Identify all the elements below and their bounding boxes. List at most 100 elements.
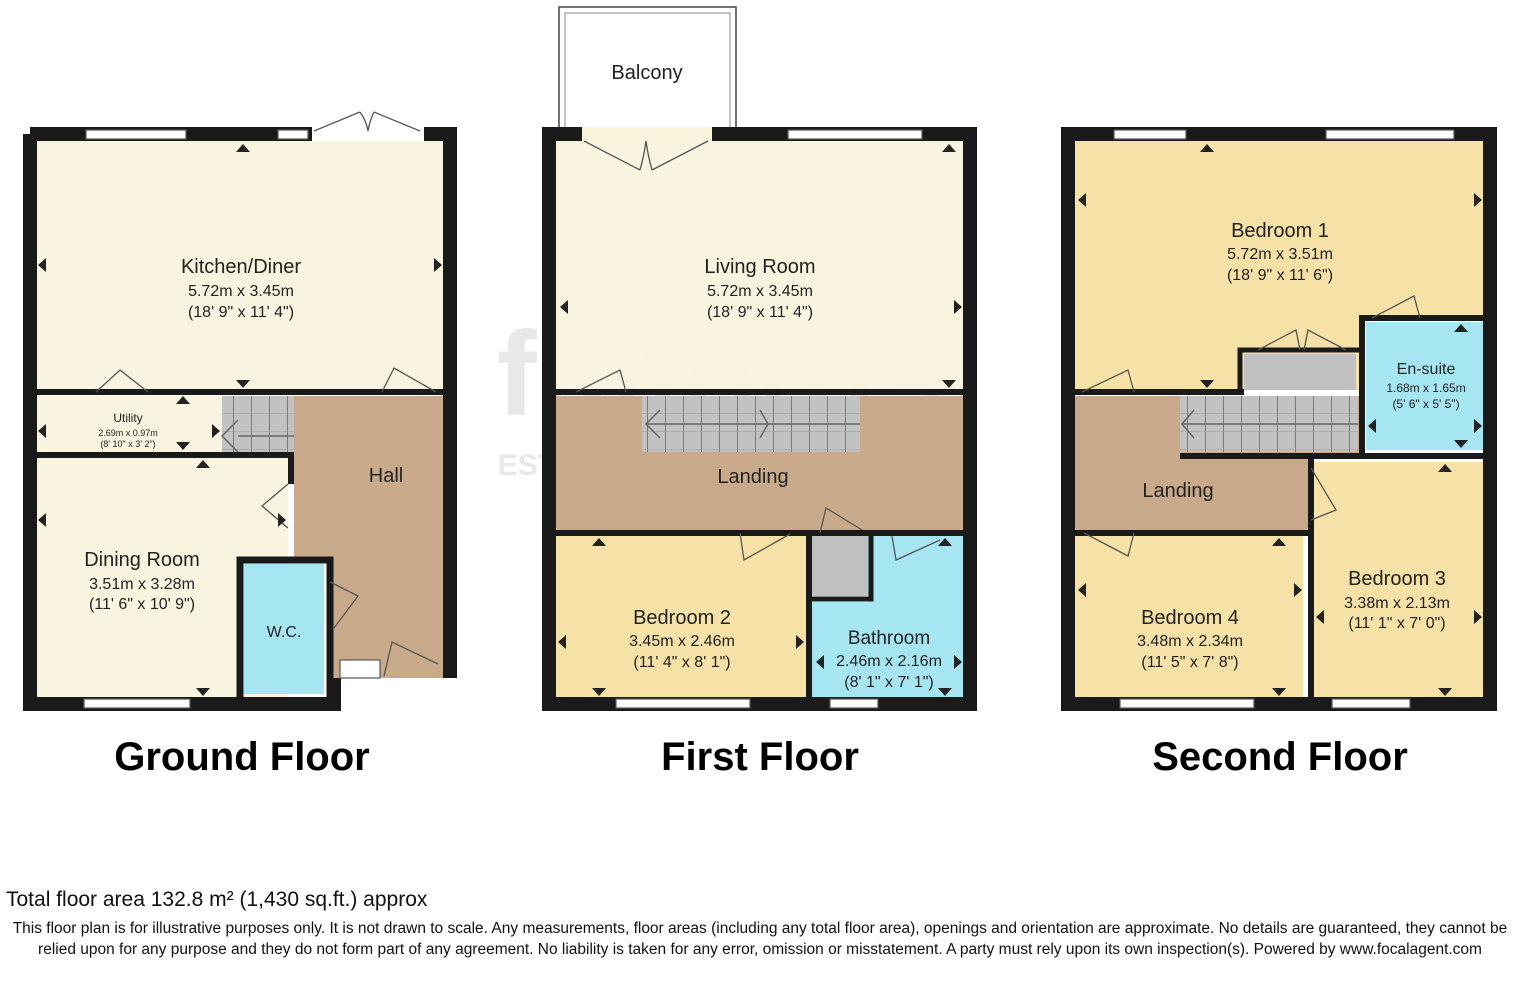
dimension-arrow (816, 655, 824, 669)
footer: Total floor area 132.8 m² (1,430 sq.ft.)… (0, 886, 1520, 986)
door-opening (582, 127, 712, 141)
bedroom-3-room (1314, 462, 1484, 698)
door-opening (312, 127, 424, 141)
room-imperial: (5' 6" x 5' 5") (1392, 397, 1459, 411)
window (339, 659, 381, 679)
balcony-area (558, 6, 737, 132)
dimension-arrow (592, 688, 606, 696)
dimension-arrow (38, 513, 46, 527)
en-suite-room (1366, 322, 1484, 450)
door-swing (891, 535, 941, 561)
window (1325, 129, 1455, 140)
first-floor-plan: Balcony Living Room 5.72m x 3.45m (18' 9… (542, 6, 977, 779)
dimension-arrow (1474, 193, 1482, 207)
room-metric: 3.45m x 2.46m (629, 633, 735, 650)
room-name: En-suite (1397, 361, 1456, 378)
dimension-arrow (278, 513, 286, 527)
dimension-arrow (176, 442, 190, 450)
wc-room (244, 564, 324, 694)
dimension-arrow (1272, 538, 1286, 546)
dimension-arrow (560, 300, 568, 314)
dimension-arrow (796, 635, 804, 649)
room-imperial: (11' 1" x 7' 0") (1348, 615, 1445, 632)
dimension-arrow (1474, 610, 1482, 624)
dimension-arrow (942, 144, 956, 152)
window (787, 129, 923, 140)
room-name: Bedroom 3 (1348, 568, 1446, 590)
room-name: Landing (1142, 480, 1213, 502)
bedroom-4-room (1075, 536, 1303, 698)
room-imperial: (8' 10" x 3' 2") (100, 439, 155, 449)
dimension-arrow (1316, 610, 1324, 624)
dimension-arrow (1368, 419, 1376, 433)
door-swing (1083, 532, 1135, 557)
utility-room (36, 396, 222, 452)
dimension-arrow (1438, 464, 1452, 472)
room-imperial: (11' 5" x 7' 8") (1141, 654, 1238, 671)
room-imperial: (11' 6" x 10' 9") (89, 596, 195, 613)
dimension-arrow (1474, 419, 1482, 433)
living-room (556, 140, 964, 390)
cupboard-wall (1237, 347, 1360, 392)
floor-title: First Floor (661, 735, 859, 779)
room-metric: 3.48m x 2.34m (1137, 633, 1243, 650)
window (615, 698, 751, 709)
dimension-arrow (1078, 193, 1086, 207)
room-metric: 2.69m x 0.97m (98, 428, 158, 438)
door-swing (1371, 295, 1421, 319)
dimension-arrow (1454, 324, 1468, 332)
dimension-arrow (1454, 440, 1468, 448)
dimension-arrow (1078, 583, 1086, 597)
room-imperial: (18' 9" x 11' 6") (1227, 267, 1333, 284)
room-name: Living Room (704, 256, 815, 278)
bathroom-room (812, 536, 964, 698)
door-swing (1081, 369, 1135, 393)
room-metric: 1.68m x 1.65m (1386, 381, 1465, 395)
french-door-swing (313, 111, 421, 132)
floor-plan-diagram: fulfords ESTABLISHED 1968 (23, 6, 1497, 779)
room-imperial: (8' 1" x 7' 1") (844, 674, 934, 691)
door-swing (1257, 329, 1347, 351)
room-metric: 5.72m x 3.51m (1227, 246, 1333, 263)
room-name: Bedroom 1 (1231, 220, 1329, 242)
bedroom-2-room (556, 536, 806, 698)
door-swing (329, 581, 359, 629)
dimension-arrow (38, 424, 46, 438)
floor-title: Ground Floor (114, 735, 370, 779)
room-name: Dining Room (84, 549, 200, 571)
window (277, 129, 309, 140)
dimension-arrow (558, 635, 566, 649)
cupboard-wall (809, 533, 874, 602)
ground-stairs (222, 396, 294, 452)
room-metric: 3.51m x 3.28m (89, 576, 195, 593)
room-imperial: (18' 9" x 11' 4") (707, 304, 813, 321)
dimension-arrow (1294, 583, 1302, 597)
room-name: Kitchen/Diner (181, 256, 301, 278)
total-floor-area: Total floor area 132.8 m² (1,430 sq.ft.)… (6, 888, 428, 911)
dimension-arrow (236, 144, 250, 152)
dimension-arrow (176, 396, 190, 404)
dimension-arrow (38, 258, 46, 272)
room-name: Hall (369, 465, 403, 487)
wc-wall (236, 556, 334, 704)
dimension-arrow (1200, 144, 1214, 152)
door-swing (1310, 467, 1337, 521)
room-name: Utility (113, 411, 142, 425)
second-cupboard (1244, 354, 1356, 390)
window (83, 698, 191, 709)
kitchen-diner-room (36, 140, 444, 390)
dimension-arrow (954, 300, 962, 314)
door-swing (381, 367, 437, 393)
dimension-arrow (938, 688, 952, 696)
en-suite-wall (1359, 315, 1490, 456)
room-metric: 2.46m x 2.16m (836, 653, 942, 670)
room-name: Bedroom 2 (633, 607, 731, 629)
dimension-arrow (954, 655, 962, 669)
dimension-arrow (1438, 688, 1452, 696)
dimension-arrow (1272, 688, 1286, 696)
ground-floor-plan: Kitchen/Diner 5.72m x 3.45m (18' 9" x 11… (23, 111, 457, 779)
window (1113, 129, 1187, 140)
room-metric: 3.38m x 2.13m (1344, 595, 1450, 612)
second-stairs-outline (1181, 409, 1358, 439)
door-swing (739, 532, 791, 562)
